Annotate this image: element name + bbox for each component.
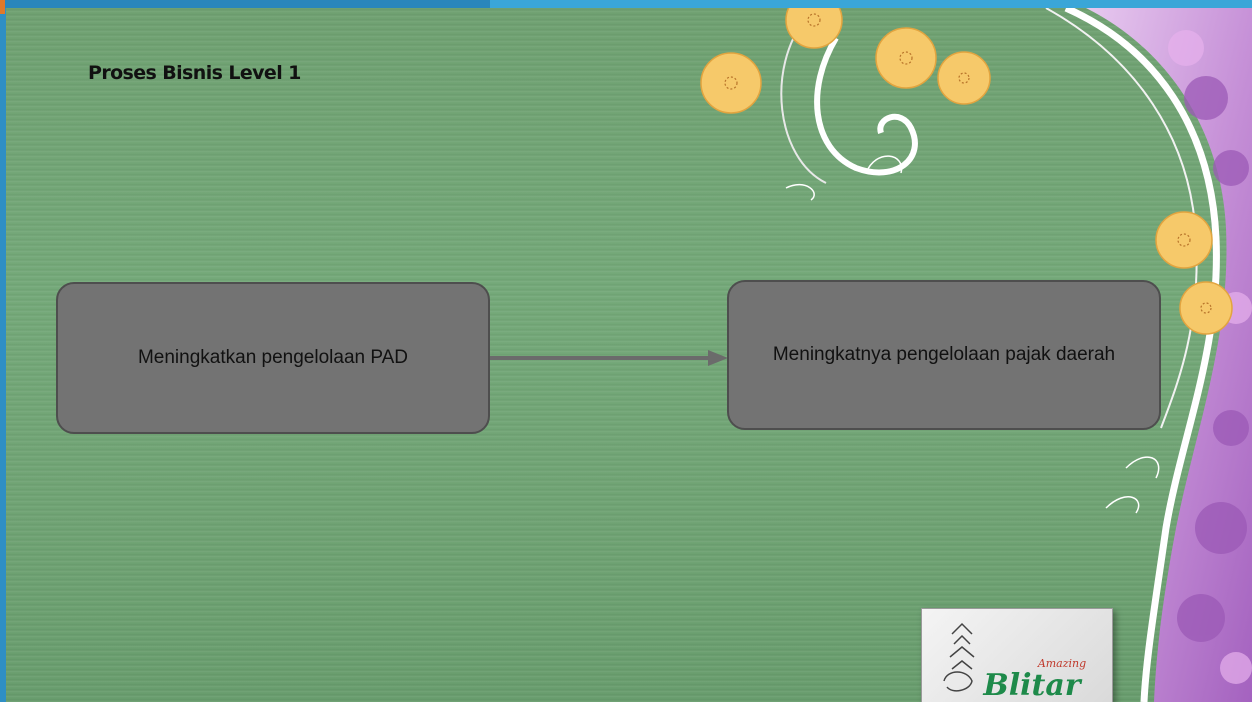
process-box-output: Meningkatnya pengelolaan pajak daerah bbox=[727, 280, 1161, 430]
logo-small-text: Amazing bbox=[1037, 657, 1086, 670]
top-accent-bar-left bbox=[0, 0, 490, 8]
blitar-logo: Amazing Blitar bbox=[943, 622, 1086, 702]
process-box-input-label: Meningkatkan pengelolaan PAD bbox=[137, 347, 409, 368]
logo-main-text: Blitar bbox=[982, 668, 1082, 702]
flow-arrow bbox=[490, 350, 728, 366]
corner-accent bbox=[0, 0, 5, 14]
top-accent-bar-right bbox=[490, 0, 1252, 8]
slide: Proses Bisnis Level 1 Meningkatkan penge… bbox=[6, 8, 1252, 702]
blitar-logo-card: Amazing Blitar bbox=[921, 608, 1113, 702]
process-box-input: Meningkatkan pengelolaan PAD bbox=[56, 282, 490, 434]
flow-arrow-head bbox=[708, 350, 728, 366]
page-title: Proses Bisnis Level 1 bbox=[88, 62, 301, 84]
process-box-output-label: Meningkatnya pengelolaan pajak daerah bbox=[772, 344, 1116, 365]
